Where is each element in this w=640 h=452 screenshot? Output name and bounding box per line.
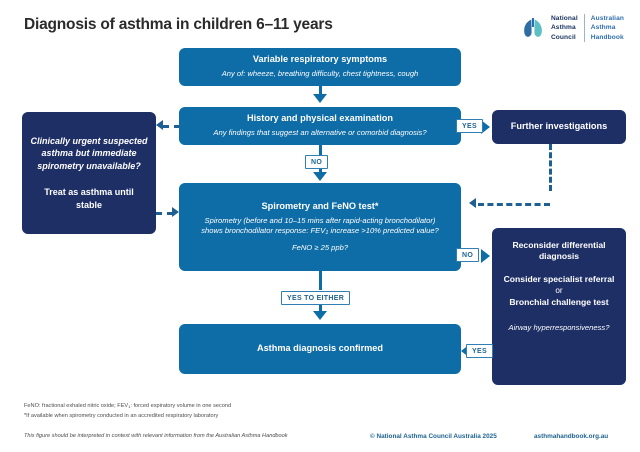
node-reconsider-line1: Reconsider differential diagnosis — [512, 240, 606, 262]
connector-history-to-no — [318, 145, 322, 155]
arrowhead-spirometry-to-confirmed — [313, 311, 327, 320]
node-further-investigations: Further investigations — [492, 110, 626, 144]
arrowhead-spirometry-to-reconsider — [481, 249, 490, 263]
dashed-connector-further-down — [549, 144, 552, 191]
national-asthma-council-logo: National Asthma Council Australian Asthm… — [521, 14, 624, 43]
node-clinically-urgent-suspected-asthma: Clinically urgent suspected asthma but i… — [22, 112, 156, 234]
arrowhead-further-to-spirometry — [469, 198, 476, 208]
footnote-abbreviations: FeNO: fractional exhaled nitric oxide; F… — [24, 403, 232, 409]
arrowhead-history-to-urgent — [156, 120, 163, 130]
dashed-connector-urgent-to-spirometry — [156, 212, 173, 215]
arrowhead-symptoms-to-history — [313, 94, 327, 103]
node-asthma-diagnosis-confirmed: Asthma diagnosis confirmed — [179, 324, 461, 374]
lungs-icon — [524, 18, 542, 37]
node-reconsider-line2: Consider specialist referral — [503, 273, 615, 284]
connector-yes-either-to-confirmed — [318, 304, 322, 312]
node-urgent-question: Clinically urgent suspected asthma but i… — [30, 135, 148, 172]
logo-handbook-line3: Handbook — [590, 33, 624, 41]
node-symptoms-sub: Any of: wheeze, breathing difficulty, ch… — [221, 69, 419, 79]
arrowhead-urgent-to-spirometry — [172, 207, 179, 217]
node-history-heading: History and physical examination — [246, 113, 394, 124]
node-reconsider-line3: Bronchial challenge test — [509, 297, 609, 308]
footnote-asterisk: *If available when spirometry conducted … — [24, 412, 219, 419]
node-history-sub: Any findings that suggest an alternative… — [213, 128, 427, 138]
label-no-spirometry: NO — [456, 248, 480, 262]
logo-handbook-line2: Asthma — [590, 24, 616, 32]
logo-council-line1: National — [550, 15, 578, 22]
node-spirometry-and-feno-test: Spirometry and FeNO test* Spirometry (be… — [179, 183, 461, 271]
connector-symptoms-to-history — [318, 86, 322, 95]
node-further-heading: Further investigations — [510, 121, 608, 132]
copyright-text: © National Asthma Council Australia 2025 — [370, 433, 497, 440]
node-spirometry-sub-line1: Spirometry (before and 10–15 mins after … — [204, 215, 436, 225]
label-yes-to-either: YES TO EITHER — [281, 291, 351, 305]
logo-council-line3: Council — [550, 33, 576, 41]
label-yes-history: YES — [456, 119, 483, 133]
node-spirometry-heading: Spirometry and FeNO test* — [261, 200, 379, 211]
node-urgent-action: Treat as asthma until stable — [44, 186, 134, 210]
node-reconsider-or: or — [555, 286, 563, 296]
node-symptoms-heading: Variable respiratory symptoms — [252, 54, 388, 65]
website-link[interactable]: asthmahandbook.org.au — [534, 433, 609, 440]
page-title: Diagnosis of asthma in children 6–11 yea… — [24, 16, 333, 33]
node-reconsider-differential-diagnosis: Reconsider differential diagnosis Consid… — [492, 228, 626, 385]
label-yes-reconsider: YES — [466, 344, 493, 358]
footnotes: FeNO: fractional exhaled nitric oxide; F… — [24, 402, 231, 422]
dashed-connector-further-left — [478, 203, 550, 206]
node-history-and-physical-examination: History and physical examination Any fin… — [179, 107, 461, 145]
connector-spirometry-to-yes-either — [318, 271, 322, 290]
figure-interpretation-note: This figure should be interpreted in con… — [24, 433, 288, 439]
node-variable-respiratory-symptoms: Variable respiratory symptoms Any of: wh… — [179, 48, 461, 86]
label-no-history: NO — [305, 155, 329, 169]
node-reconsider-italic: Airway hyperresponsiveness? — [508, 322, 610, 332]
node-confirmed-heading: Asthma diagnosis confirmed — [256, 343, 384, 354]
logo-handbook-line1: Australian — [590, 15, 624, 22]
node-spirometry-sub-line2: shows bronchodilator response: FEV1 incr… — [201, 226, 439, 237]
logo-council-line2: Asthma — [550, 24, 576, 32]
arrowhead-history-to-spirometry — [313, 172, 327, 181]
arrowhead-reconsider-to-confirmed — [461, 344, 470, 358]
node-spirometry-sub-line3: FeNO ≥ 25 ppb? — [291, 242, 349, 252]
dashed-connector-history-to-urgent — [163, 125, 180, 128]
arrowhead-history-to-further — [481, 120, 490, 134]
